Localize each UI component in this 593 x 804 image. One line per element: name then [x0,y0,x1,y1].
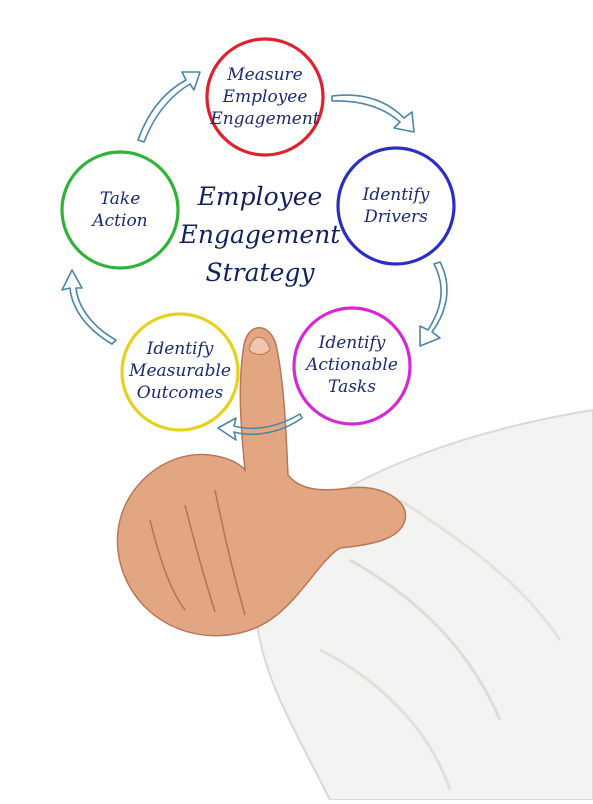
arrow-tasks-to-outcomes [217,413,303,441]
node-outcomes-line: Outcomes [136,383,224,403]
diagram-title: Employee Engagement Strategy [170,178,350,292]
knuckle-line [184,504,216,613]
node-outcomes-label: Identify Measurable Outcomes [120,338,240,404]
node-action-label: Take Action [60,188,180,232]
drivers-circle [336,146,456,266]
outcomes-circle [120,312,240,432]
node-tasks-label: Identify Actionable Tasks [292,332,412,398]
sleeve-fold [399,498,562,641]
sleeve-fold [319,648,452,791]
sleeve-fold [349,558,502,721]
title-line-1: Employee [197,182,323,211]
node-measure-line: Employee [222,87,308,107]
node-drivers-label: Identify Drivers [336,184,456,228]
node-drivers-line: Identify [362,185,430,205]
measure-circle [205,37,325,157]
node-outcomes-line: Measurable [129,361,231,381]
knuckle-line [214,489,246,616]
node-measure-line: Engagement [210,109,320,129]
arrow-measure-to-drivers [331,94,415,133]
node-tasks-line: Tasks [328,377,376,397]
hand [116,327,407,637]
fingernail [248,336,271,355]
node-drivers-line: Drivers [364,207,428,227]
tasks-circle [292,306,412,426]
arrow-outcomes-to-action [61,269,117,345]
title-line-3: Strategy [205,258,315,287]
node-action-line: Take [99,189,141,209]
node-tasks-line: Identify [318,333,386,353]
title-line-2: Engagement [179,220,341,249]
node-outcomes-line: Identify [146,339,214,359]
knuckle-line [149,519,186,611]
node-measure-label: Measure Employee Engagement [205,64,325,130]
arrow-drivers-to-tasks [419,261,448,347]
node-circles [60,37,456,432]
cycle-arrows [61,71,448,441]
node-measure-line: Measure [227,65,303,85]
action-circle [60,150,180,270]
node-tasks-line: Actionable [306,355,398,375]
arrow-action-to-measure [137,71,201,143]
node-action-line: Action [92,211,148,231]
